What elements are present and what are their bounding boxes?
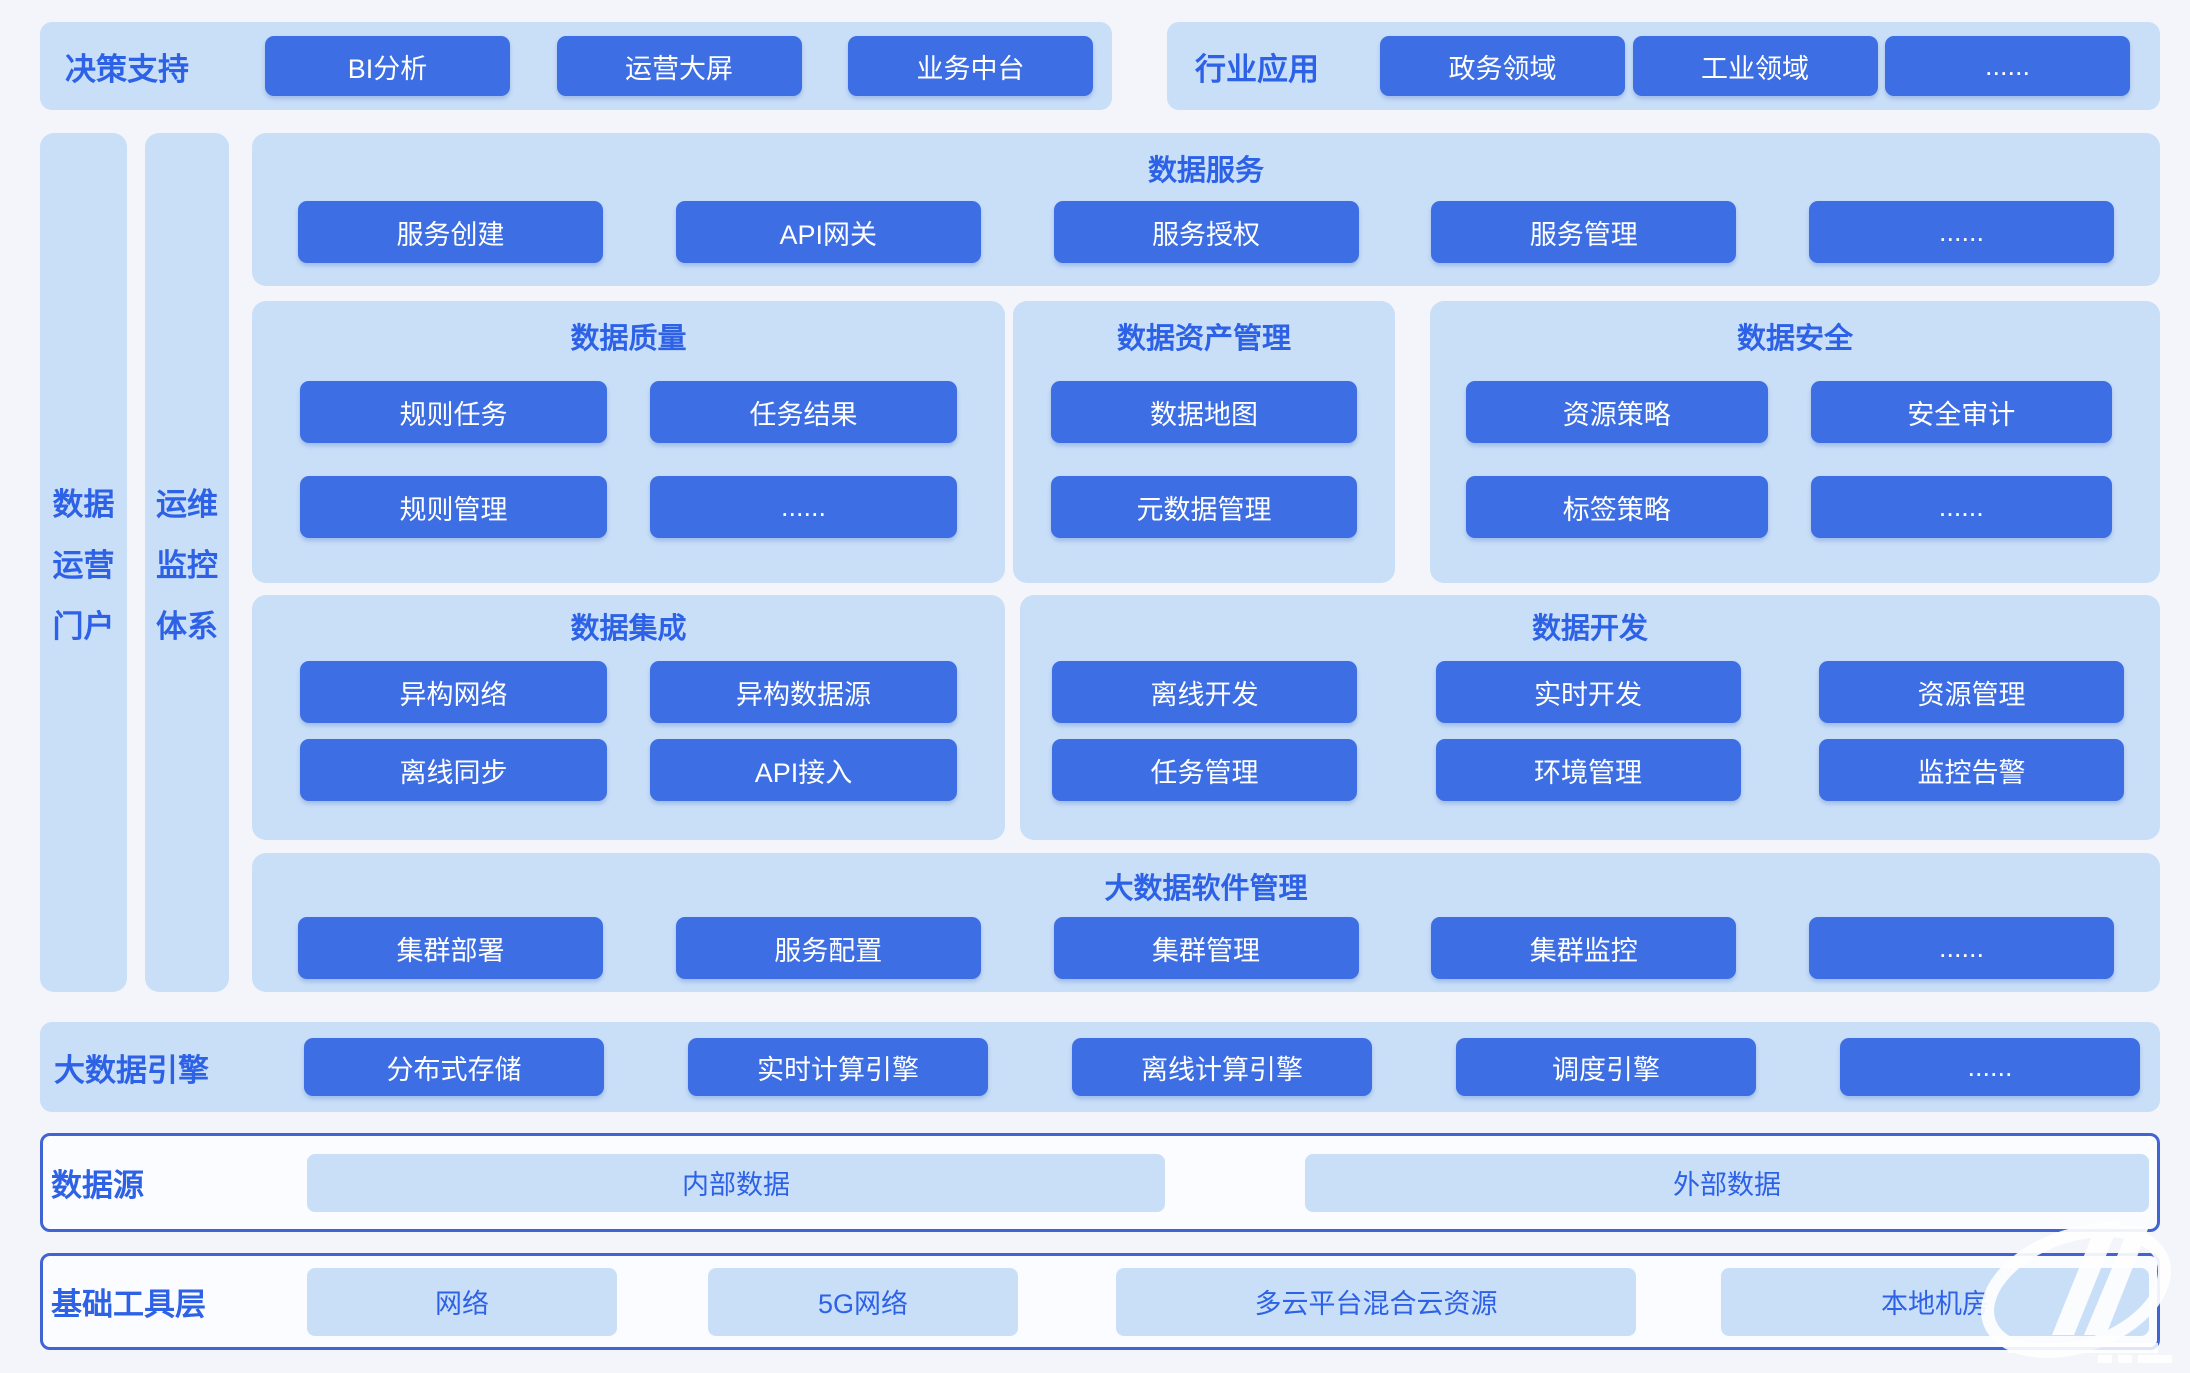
decision-support-panel: 决策支持 BI分析 运营大屏 业务中台 bbox=[40, 22, 1112, 110]
button-resource-management[interactable]: 资源管理 bbox=[1819, 661, 2124, 723]
bigdata-software-panel: 大数据软件管理 集群部署 服务配置 集群管理 集群监控 ...... bbox=[252, 853, 2160, 992]
sidebar-line: 数据 bbox=[52, 487, 115, 522]
button-environment-management[interactable]: 环境管理 bbox=[1435, 739, 1741, 801]
button-security-more[interactable]: ...... bbox=[1810, 476, 2112, 538]
data-quality-panel: 数据质量 规则任务 任务结果 规则管理 ...... bbox=[252, 301, 1005, 583]
bigdata-engine-label: 大数据引擎 bbox=[54, 1052, 209, 1088]
industry-application-panel: 行业应用 政务领域 工业领域 ...... bbox=[1167, 22, 2160, 110]
data-asset-title: 数据资产管理 bbox=[1116, 323, 1291, 355]
button-label-policy[interactable]: 标签策略 bbox=[1466, 476, 1768, 538]
button-realtime-compute-engine[interactable]: 实时计算引擎 bbox=[688, 1038, 988, 1096]
sidebar-line: 运维 bbox=[156, 487, 218, 522]
button-monitor-alert[interactable]: 监控告警 bbox=[1819, 739, 2124, 801]
button-scheduler-engine[interactable]: 调度引擎 bbox=[1456, 1038, 1756, 1096]
button-service-authorization[interactable]: 服务授权 bbox=[1053, 201, 1359, 263]
bigdata-software-title: 大数据软件管理 bbox=[1104, 873, 1308, 905]
button-bi-analysis[interactable]: BI分析 bbox=[265, 36, 510, 96]
button-task-management[interactable]: 任务管理 bbox=[1052, 739, 1357, 801]
data-source-row: 数据源 内部数据 外部数据 bbox=[40, 1133, 2160, 1232]
button-service-create[interactable]: 服务创建 bbox=[298, 201, 603, 263]
button-heterogeneous-datasource[interactable]: 异构数据源 bbox=[650, 661, 957, 723]
button-government-domain[interactable]: 政务领域 bbox=[1380, 36, 1625, 96]
bigdata-engine-row: 大数据引擎 分布式存储 实时计算引擎 离线计算引擎 调度引擎 ...... bbox=[40, 1022, 2160, 1112]
basic-tools-row: 基础工具层 网络 5G网络 多云平台混合云资源 本地机房 bbox=[40, 1253, 2160, 1350]
middle-area: 数据 运营 门户 运维 监控 体系 数据服务 服务创建 API网关 服务授权 服… bbox=[40, 133, 2160, 992]
sidebar-ops-monitoring-system: 运维 监控 体系 bbox=[145, 133, 229, 992]
button-business-middle-platform[interactable]: 业务中台 bbox=[848, 36, 1093, 96]
data-source-label: 数据源 bbox=[51, 1168, 144, 1203]
box-multicloud-hybrid-resources[interactable]: 多云平台混合云资源 bbox=[1116, 1267, 1636, 1336]
button-offline-sync[interactable]: 离线同步 bbox=[300, 739, 607, 801]
data-development-title: 数据开发 bbox=[1531, 613, 1648, 645]
data-security-title: 数据安全 bbox=[1736, 323, 1853, 355]
button-service-management[interactable]: 服务管理 bbox=[1431, 201, 1737, 263]
top-row: 决策支持 BI分析 运营大屏 业务中台 行业应用 政务领域 工业领域 .....… bbox=[40, 22, 2160, 110]
button-software-more[interactable]: ...... bbox=[1809, 917, 2114, 979]
box-local-datacenter[interactable]: 本地机房 bbox=[1721, 1267, 2149, 1336]
data-security-panel: 数据安全 资源策略 安全审计 标签策略 ...... bbox=[1430, 301, 2160, 583]
button-api-access[interactable]: API接入 bbox=[650, 739, 957, 801]
sidebar-line: 门户 bbox=[52, 609, 115, 644]
data-development-panel: 数据开发 离线开发 实时开发 资源管理 任务管理 环境管理 监控告警 bbox=[1020, 595, 2160, 840]
box-internal-data[interactable]: 内部数据 bbox=[307, 1153, 1165, 1212]
data-asset-panel: 数据资产管理 数据地图 元数据管理 bbox=[1013, 301, 1395, 583]
button-task-result[interactable]: 任务结果 bbox=[650, 381, 957, 443]
button-engine-more[interactable]: ...... bbox=[1840, 1038, 2140, 1096]
data-service-title: 数据服务 bbox=[1147, 155, 1264, 187]
industry-application-label: 行业应用 bbox=[1195, 51, 1319, 87]
button-resource-policy[interactable]: 资源策略 bbox=[1466, 381, 1768, 443]
button-operations-dashboard[interactable]: 运营大屏 bbox=[556, 36, 802, 96]
button-heterogeneous-network[interactable]: 异构网络 bbox=[300, 661, 607, 723]
box-external-data[interactable]: 外部数据 bbox=[1305, 1153, 2149, 1212]
button-industry-more[interactable]: ...... bbox=[1885, 36, 2130, 96]
sidebar-line: 监控 bbox=[156, 548, 218, 583]
button-metadata-management[interactable]: 元数据管理 bbox=[1051, 476, 1357, 538]
button-industrial-domain[interactable]: 工业领域 bbox=[1632, 36, 1878, 96]
button-service-config[interactable]: 服务配置 bbox=[675, 917, 981, 979]
button-data-map[interactable]: 数据地图 bbox=[1051, 381, 1357, 443]
button-security-audit[interactable]: 安全审计 bbox=[1810, 381, 2112, 443]
decision-support-label: 决策支持 bbox=[65, 51, 189, 87]
button-rule-management[interactable]: 规则管理 bbox=[300, 476, 607, 538]
button-distributed-storage[interactable]: 分布式存储 bbox=[304, 1038, 604, 1096]
button-api-gateway[interactable]: API网关 bbox=[675, 201, 981, 263]
data-quality-title: 数据质量 bbox=[570, 323, 687, 355]
box-network[interactable]: 网络 bbox=[307, 1267, 617, 1336]
data-service-panel: 数据服务 服务创建 API网关 服务授权 服务管理 ...... bbox=[252, 133, 2160, 286]
button-realtime-development[interactable]: 实时开发 bbox=[1435, 661, 1741, 723]
sidebar-data-operation-portal: 数据 运营 门户 bbox=[40, 133, 127, 992]
data-integration-panel: 数据集成 异构网络 异构数据源 离线同步 API接入 bbox=[252, 595, 1005, 840]
button-offline-development[interactable]: 离线开发 bbox=[1052, 661, 1357, 723]
button-cluster-monitor[interactable]: 集群监控 bbox=[1431, 917, 1737, 979]
basic-tools-label: 基础工具层 bbox=[51, 1287, 206, 1322]
button-cluster-management[interactable]: 集群管理 bbox=[1053, 917, 1359, 979]
sidebar-line: 体系 bbox=[156, 609, 218, 644]
sidebar-line: 运营 bbox=[52, 548, 115, 583]
button-offline-compute-engine[interactable]: 离线计算引擎 bbox=[1072, 1038, 1372, 1096]
button-rule-task[interactable]: 规则任务 bbox=[300, 381, 607, 443]
button-service-more[interactable]: ...... bbox=[1809, 201, 2114, 263]
button-cluster-deploy[interactable]: 集群部署 bbox=[298, 917, 603, 979]
data-integration-title: 数据集成 bbox=[570, 613, 687, 645]
button-quality-more[interactable]: ...... bbox=[650, 476, 957, 538]
box-5g-network[interactable]: 5G网络 bbox=[708, 1267, 1018, 1336]
